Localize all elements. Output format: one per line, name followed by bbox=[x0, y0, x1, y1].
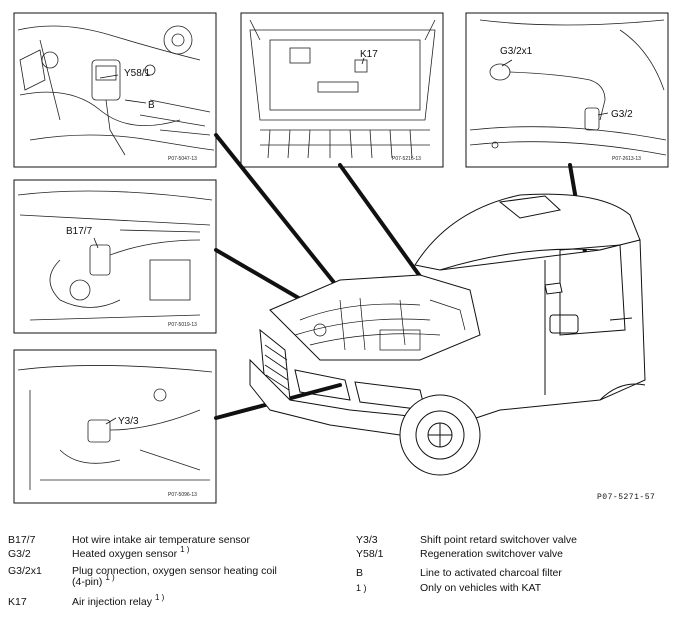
panel-code: P07-5047-13 bbox=[168, 156, 197, 162]
legend-code: Y58/1 bbox=[356, 548, 384, 560]
footnote-marker: 1 ) bbox=[105, 573, 115, 582]
legend-code: Y3/3 bbox=[356, 534, 378, 546]
callout-g3-2: G3/2 bbox=[611, 109, 633, 120]
legend-desc: Line to activated charcoal filter bbox=[420, 567, 562, 579]
panel-code: P07-5019-13 bbox=[168, 322, 197, 328]
legend-code: G3/2x1 bbox=[8, 565, 42, 577]
panel-code: P07-5216-13 bbox=[392, 156, 421, 162]
legend-desc-continued: (4-pin) bbox=[72, 576, 103, 588]
panel-code: P07-5096-13 bbox=[168, 492, 197, 498]
legend-desc: Air injection relay bbox=[72, 596, 152, 608]
callout-y3-3: Y3/3 bbox=[118, 416, 139, 427]
legend-desc: Shift point retard switchover valve bbox=[420, 534, 577, 546]
legend-desc: Plug connection, oxygen sensor heating c… bbox=[72, 565, 277, 577]
engine-compartment-diagram: Y58/1 B P07-5047-13 K17 P07-5216-13 bbox=[13, 12, 669, 504]
callout-g3-2x1: G3/2x1 bbox=[500, 46, 533, 57]
legend-code: K17 bbox=[8, 596, 27, 608]
figure-reference: P07-5271-57 bbox=[597, 493, 655, 502]
legend-desc: Only on vehicles with KAT bbox=[420, 582, 542, 594]
legend-desc: Regeneration switchover valve bbox=[420, 548, 563, 560]
legend-code: B bbox=[356, 567, 364, 579]
legend-desc: Heated oxygen sensor bbox=[72, 548, 178, 560]
callout-k17: K17 bbox=[360, 49, 378, 60]
panel-intake-air-sensor: B17/7 P07-5019-13 bbox=[13, 179, 217, 334]
panel-relay-box: K17 P07-5216-13 bbox=[240, 12, 444, 168]
callout-y58-1: Y58/1 bbox=[124, 68, 151, 79]
callout-b17-7: B17/7 bbox=[66, 226, 93, 237]
panel-code: P07-2613-13 bbox=[612, 156, 641, 162]
legend-code: G3/2 bbox=[8, 548, 31, 560]
legend-desc: Hot wire intake air temperature sensor bbox=[72, 534, 250, 546]
footnote-marker: 1 ) bbox=[180, 545, 190, 554]
footnote-marker: 1 ) bbox=[154, 593, 165, 602]
panel-shift-retard-valve: Y3/3 P07-5096-13 bbox=[13, 349, 217, 504]
panel-regeneration-valve: Y58/1 B P07-5047-13 bbox=[13, 12, 217, 168]
footnote-code: 1 ) bbox=[356, 583, 367, 593]
car-illustration bbox=[249, 193, 646, 476]
legend: B17/7 Hot wire intake air temperature se… bbox=[0, 528, 684, 617]
callout-b: B bbox=[148, 100, 155, 111]
panel-oxygen-sensor: G3/2x1 G3/2 P07-2613-13 bbox=[465, 12, 669, 168]
legend-code: B17/7 bbox=[8, 534, 36, 546]
